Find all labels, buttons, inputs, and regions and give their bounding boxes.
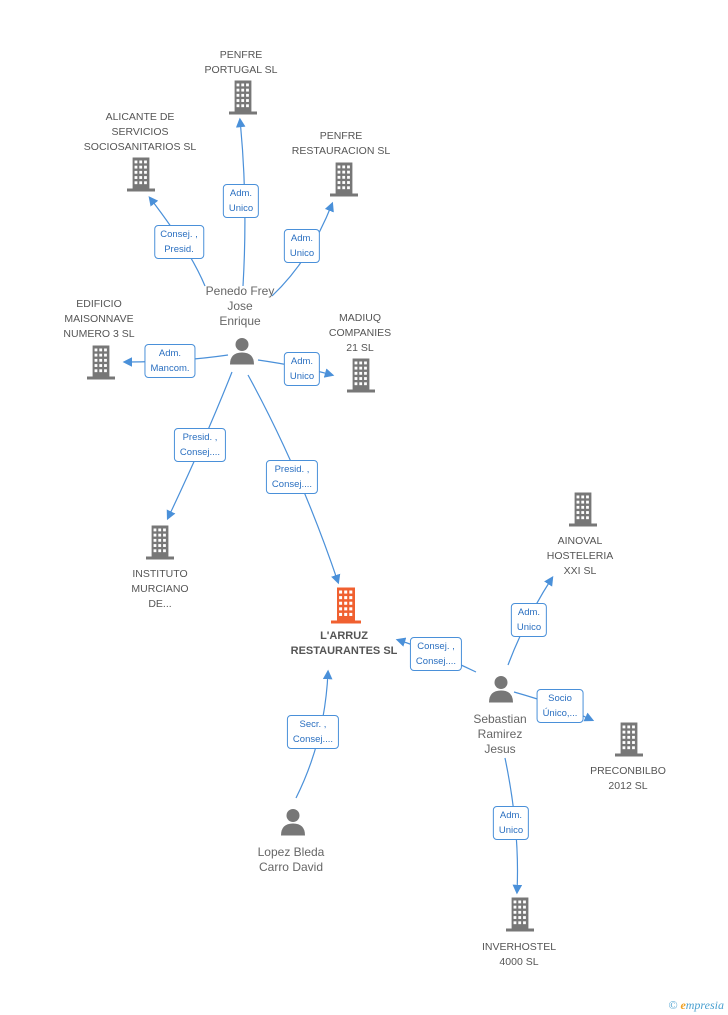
building-icon[interactable] bbox=[229, 80, 257, 120]
building-icon[interactable] bbox=[127, 157, 155, 197]
brand-name: mpresia bbox=[685, 998, 724, 1012]
company-label-penfre-restauracion[interactable]: PENFRE RESTAURACION SL bbox=[291, 130, 391, 157]
person-icon[interactable] bbox=[279, 808, 307, 841]
company-label-penfre-portugal[interactable]: PENFRE PORTUGAL SL bbox=[204, 49, 278, 76]
building-icon[interactable] bbox=[506, 897, 534, 937]
brand-footer[interactable]: © empresia bbox=[668, 998, 724, 1013]
relation-badge[interactable]: Socio Único,... bbox=[536, 689, 584, 723]
relation-badge[interactable]: Presid. , Consej.... bbox=[173, 428, 227, 462]
relation-badge[interactable]: Adm. Unico bbox=[222, 184, 260, 218]
relation-badge[interactable]: Adm. Unico bbox=[283, 229, 321, 263]
relation-badge[interactable]: Adm. Unico bbox=[492, 806, 530, 840]
person-icon[interactable] bbox=[228, 337, 256, 370]
building-icon[interactable] bbox=[330, 162, 358, 202]
company-label-preconbilbo[interactable]: PRECONBILBO 2012 SL bbox=[590, 765, 666, 792]
building-icon[interactable] bbox=[569, 492, 597, 532]
building-icon[interactable] bbox=[347, 358, 375, 398]
person-icon[interactable] bbox=[487, 675, 515, 708]
company-label-madiuq[interactable]: MADIUQ COMPANIES 21 SL bbox=[328, 312, 392, 354]
person-label-penedo[interactable]: Penedo Frey Jose Enrique bbox=[205, 284, 275, 328]
relation-badge[interactable]: Secr. , Consej.... bbox=[286, 715, 340, 749]
building-icon[interactable] bbox=[615, 722, 643, 762]
focus-company-label[interactable]: L'ARRUZ RESTAURANTES SL bbox=[290, 630, 398, 657]
building-icon[interactable] bbox=[146, 525, 174, 565]
relation-badge[interactable]: Presid. , Consej.... bbox=[265, 460, 319, 494]
relation-badge[interactable]: Adm. Mancom. bbox=[144, 344, 196, 378]
copyright-icon: © bbox=[668, 998, 678, 1012]
focus-building-icon[interactable] bbox=[331, 587, 361, 629]
company-label-instituto[interactable]: INSTITUTO MURCIANO DE... bbox=[131, 568, 189, 610]
company-label-ainoval[interactable]: AINOVAL HOSTELERIA XXI SL bbox=[546, 535, 614, 577]
building-icon[interactable] bbox=[87, 345, 115, 385]
brand-logo-e: e bbox=[680, 998, 686, 1012]
company-label-edificio[interactable]: EDIFICIO MAISONNAVE NUMERO 3 SL bbox=[63, 298, 135, 340]
company-label-inverhostel[interactable]: INVERHOSTEL 4000 SL bbox=[481, 941, 557, 968]
person-label-lopez[interactable]: Lopez Bleda Carro David bbox=[257, 845, 325, 874]
person-label-sebastian[interactable]: Sebastian Ramirez Jesus bbox=[473, 712, 527, 756]
relation-badge[interactable]: Consej. , Presid. bbox=[154, 225, 204, 259]
relation-badge[interactable]: Adm. Unico bbox=[283, 352, 321, 386]
relation-badge[interactable]: Adm. Unico bbox=[510, 603, 548, 637]
relation-badge[interactable]: Consej. , Consej.... bbox=[409, 637, 463, 671]
company-label-alicante[interactable]: ALICANTE DE SERVICIOS SOCIOSANITARIOS SL bbox=[83, 111, 197, 153]
